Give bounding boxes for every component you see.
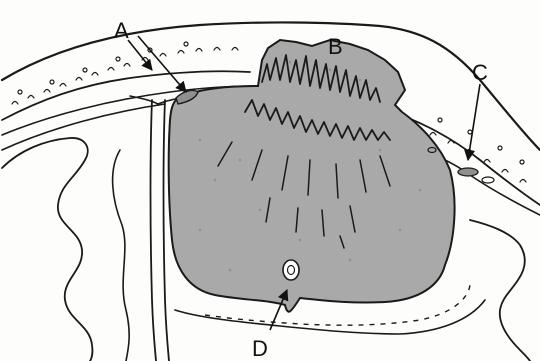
- arrow-a-to-falx: [128, 40, 152, 70]
- vessel-d-inner: [288, 266, 295, 275]
- arrow-c: [468, 84, 480, 160]
- label-c: C: [472, 60, 488, 85]
- lesion-c: [458, 168, 478, 176]
- falx-left-line: [151, 100, 157, 361]
- dura-line-lower: [2, 104, 165, 150]
- arrow-a-to-mass: [138, 36, 186, 92]
- left-brain-gyri-inner: [113, 150, 130, 361]
- label-d: D: [252, 336, 268, 361]
- left-brain-gyri: [2, 138, 92, 361]
- vessel-right-1: [482, 177, 494, 183]
- label-b: B: [328, 34, 343, 59]
- right-brain-outline: [470, 220, 530, 361]
- label-a: A: [114, 18, 129, 43]
- cortex-lower-lines: [175, 300, 485, 334]
